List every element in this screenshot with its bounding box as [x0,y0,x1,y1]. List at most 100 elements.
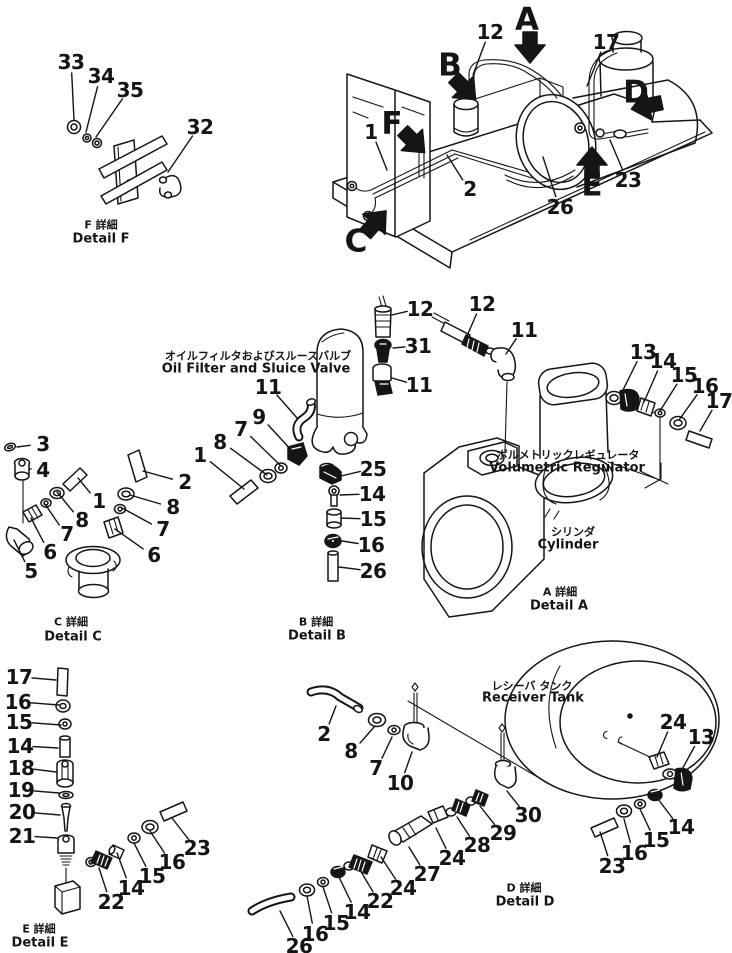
callout-detail_b-4: 11 [405,373,433,397]
leader-line [340,517,361,520]
callout-detail_c-9: 6 [43,540,57,564]
leader-line [341,540,359,545]
label-detail_b-15: B 詳細 [298,615,334,629]
label-detail_e-14: Detail E [11,935,69,951]
leader-line [678,394,698,421]
callout-detail_d-14: 22 [366,889,394,913]
view-label-main-9: E [581,167,603,204]
callout-detail_b-2: 12 [406,297,434,321]
leader-lines [13,41,713,937]
label-detail_a-12: Detail A [529,598,589,614]
leader-line [276,394,298,419]
label-detail_b-1: Oil Filter and Sluice Valve [161,361,351,377]
leader-line [171,817,190,841]
callout-detail_e-12: 23 [183,836,211,860]
callout-detail_d-18: 26 [285,934,313,953]
callout-detail_a-5: 16 [691,374,719,398]
leader-line [599,831,609,857]
detail-e-drawing [54,667,188,915]
callout-detail_b-7: 7 [234,417,248,441]
callout-main-8: 26 [546,195,574,219]
leader-line [404,751,413,774]
leader-line [31,677,57,681]
leader-line [328,705,337,725]
leader-line [129,494,162,505]
leader-line [114,528,144,550]
leader-line [456,816,471,837]
leader-line [16,444,31,448]
view-label-main-4: D [623,74,649,111]
leader-line [338,566,361,571]
leader-line [657,798,674,820]
callout-detail_f-1: 34 [87,64,115,88]
leader-line [639,808,651,831]
callout-detail_e-10: 15 [138,864,166,888]
leader-line [13,539,26,563]
leader-line [659,383,678,412]
detail-d-drawing [247,640,720,916]
callout-main-10: 23 [614,168,642,192]
label-detail_b-16: Detail B [288,628,346,644]
view-label-main-11: C [344,223,368,260]
view-arrow-F [396,124,426,154]
callout-detail_b-5: 11 [254,375,282,399]
leader-line [391,377,408,383]
leader-line [30,517,45,544]
leader-line [85,85,99,133]
leader-line [623,818,631,844]
callout-detail_a-2: 13 [629,340,657,364]
callout-detail_c-5: 8 [75,508,89,532]
callout-detail_d-2: 2 [317,722,331,746]
callout-detail_f-3: 32 [186,115,214,139]
label-detail_a-11: A 詳細 [542,585,578,599]
label-detail_d-1: Receiver Tank [482,690,584,706]
leader-line [209,461,245,490]
leader-line [466,313,478,337]
leader-line [306,895,313,924]
view-arrow-D [630,89,664,121]
label-detail_b-0: オイルフィルタおよびスルースバルブ [164,349,352,363]
leader-line [133,842,147,867]
leader-line [375,141,388,171]
leader-line [30,702,60,706]
view-arrow-C [359,210,387,240]
callout-detail_c-7: 7 [60,522,74,546]
leader-line [149,830,166,854]
callout-detail_d-22: 14 [667,815,695,839]
label-detail_a-7: ボルメトリックレギュレータ [496,448,640,462]
callout-detail_d-5: 10 [386,771,414,795]
callout-detail_c-1: 4 [36,458,50,482]
callout-detail_d-10: 28 [463,833,491,857]
leader-line [435,827,447,849]
callout-detail_a-6: 17 [705,389,732,413]
leader-line [167,135,194,173]
callout-detail_f-0: 33 [57,50,85,74]
leader-line [32,745,59,749]
leader-line [229,447,268,476]
view-arrow-A [514,31,546,64]
leader-line [446,154,464,181]
callout-detail_d-4: 7 [369,756,383,780]
callout-detail_d-16: 15 [322,911,350,935]
leader-line [116,852,127,879]
callout-detail_d-19: 23 [598,854,626,878]
label-detail_c-12: Detail C [44,629,102,645]
leader-line [391,310,408,316]
callout-main-0: 12 [476,20,504,44]
callout-detail_c-3: 2 [178,470,192,494]
leader-line [267,424,294,453]
callout-main-2: 17 [592,30,620,54]
leader-line [338,876,352,903]
leader-line [359,869,374,893]
leader-line [472,41,486,76]
callout-detail_d-7: 13 [687,725,715,749]
callout-detail_c-4: 8 [166,495,180,519]
view-label-main-1: A [515,1,539,38]
callout-detail_d-3: 8 [344,739,358,763]
callout-detail_c-10: 5 [24,559,38,583]
leader-line [33,768,57,773]
callout-detail_a-4: 15 [670,363,698,387]
